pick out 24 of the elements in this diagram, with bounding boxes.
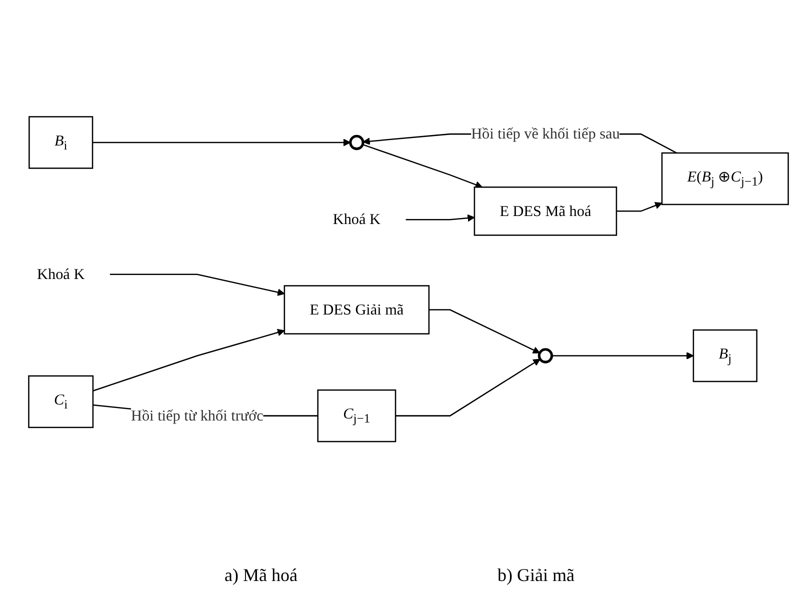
- node-box: C$_{j−1}$: [316, 390, 396, 443]
- arrow: [362, 144, 482, 189]
- node-circle: [348, 135, 364, 150]
- edge-label: Hồi tiếp từ khối trước: [130, 407, 263, 424]
- caption: b) Giải mã: [497, 565, 574, 586]
- arrow: [616, 202, 662, 212]
- caption: a) Mã hoá: [224, 565, 298, 586]
- arrow: [405, 214, 474, 222]
- node-text: Khoá K: [36, 266, 84, 283]
- node-box: B$_{j}$: [692, 330, 757, 382]
- arrow: [395, 359, 540, 417]
- arrow: [92, 329, 284, 392]
- node-box: B$_{i}$: [28, 116, 93, 170]
- arrow: [551, 352, 694, 360]
- edge-label: Hồi tiếp về khối tiếp sau: [470, 126, 620, 142]
- arrow: [428, 310, 540, 354]
- node-circle: [537, 348, 553, 364]
- node-box: C$_{i}$: [28, 376, 94, 428]
- arrow: [109, 274, 284, 296]
- node-box: E DES Giải mã: [283, 285, 430, 335]
- arrow: [92, 139, 350, 147]
- node-text: Khoá K: [332, 211, 380, 228]
- node-box: E(B$_{j}$ ⊕C$_{j−1}$): [660, 152, 788, 206]
- node-box: E DES Mã hoá: [473, 186, 617, 236]
